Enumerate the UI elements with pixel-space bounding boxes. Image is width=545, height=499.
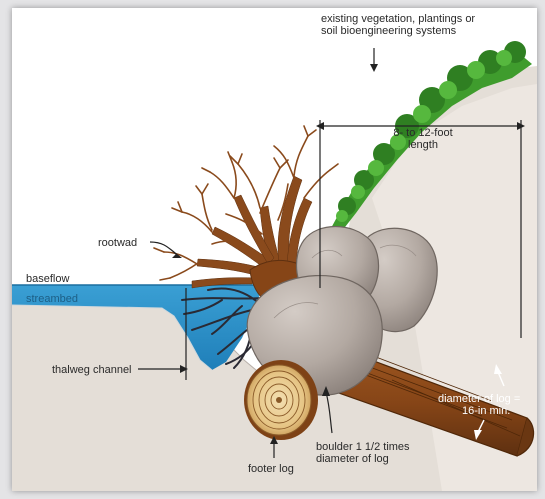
- label-footer-log: footer log: [248, 463, 294, 475]
- label-diameter-2: 16-in min.: [462, 405, 510, 417]
- label-rootwad: rootwad: [98, 237, 137, 249]
- label-baseflow: baseflow: [26, 273, 69, 285]
- label-vegetation-2: soil bioengineering systems: [321, 25, 457, 37]
- label-boulder-2: diameter of log: [316, 453, 389, 465]
- label-length-1: 8- to 12-foot: [393, 127, 452, 139]
- label-boulder-1: boulder 1 1/2 times: [316, 441, 410, 453]
- diagram-canvas: existing vegetation, plantings or soil b…: [12, 8, 537, 491]
- footer-log: [244, 360, 318, 440]
- rootwad-diagram: existing vegetation, plantings or soil b…: [12, 8, 537, 491]
- label-vegetation-1: existing vegetation, plantings or: [321, 13, 475, 25]
- label-length-2: length: [408, 139, 438, 151]
- label-diameter-1: diameter of log =: [438, 393, 520, 405]
- label-thalweg: thalweg channel: [52, 364, 132, 376]
- label-streambed: streambed: [26, 293, 78, 305]
